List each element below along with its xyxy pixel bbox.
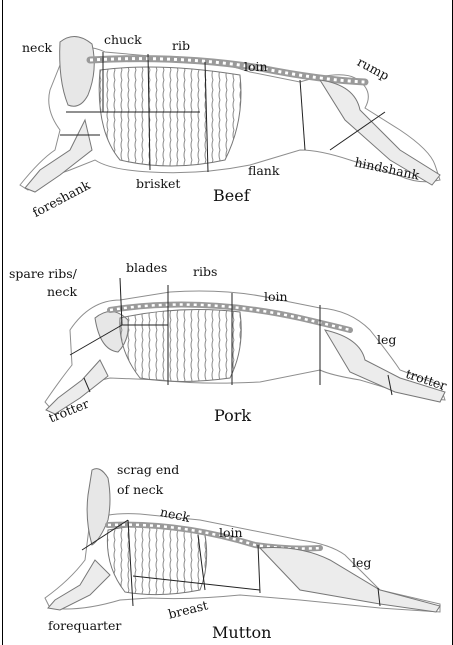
beef-label-neck: neck — [22, 42, 52, 55]
pork-label-spare-ribs: spare ribs/ — [9, 268, 77, 281]
beef-label-loin: loin — [244, 61, 268, 74]
mutton-label-of-neck: of neck — [117, 484, 163, 497]
pork-label-blades: blades — [126, 262, 167, 275]
beef-label-flank: flank — [248, 165, 279, 178]
mutton-skeleton — [45, 469, 440, 612]
mutton-title: Mutton — [212, 625, 271, 641]
beef-label-chuck: chuck — [104, 34, 142, 47]
pork-label-ribs: ribs — [193, 266, 217, 279]
pork-ribcage — [120, 310, 241, 382]
mutton-label-loin: loin — [219, 527, 243, 540]
mutton-label-scrag-end: scrag end — [117, 464, 179, 477]
pork-label-leg: leg — [377, 334, 396, 347]
mutton-label-leg: leg — [352, 557, 371, 570]
beef-label-brisket: brisket — [136, 178, 180, 191]
pork-title: Pork — [214, 408, 251, 424]
pork-label-loin: loin — [264, 291, 288, 304]
mutton-ribcage — [107, 526, 206, 595]
mutton-hind-leg — [260, 548, 440, 613]
mutton-label-forequarter: forequarter — [48, 620, 121, 633]
beef-head — [60, 36, 95, 106]
beef-label-rib: rib — [172, 40, 190, 53]
beef-ribcage — [99, 67, 241, 166]
beef-title: Beef — [213, 188, 250, 204]
pork-label-neck: neck — [47, 286, 77, 299]
